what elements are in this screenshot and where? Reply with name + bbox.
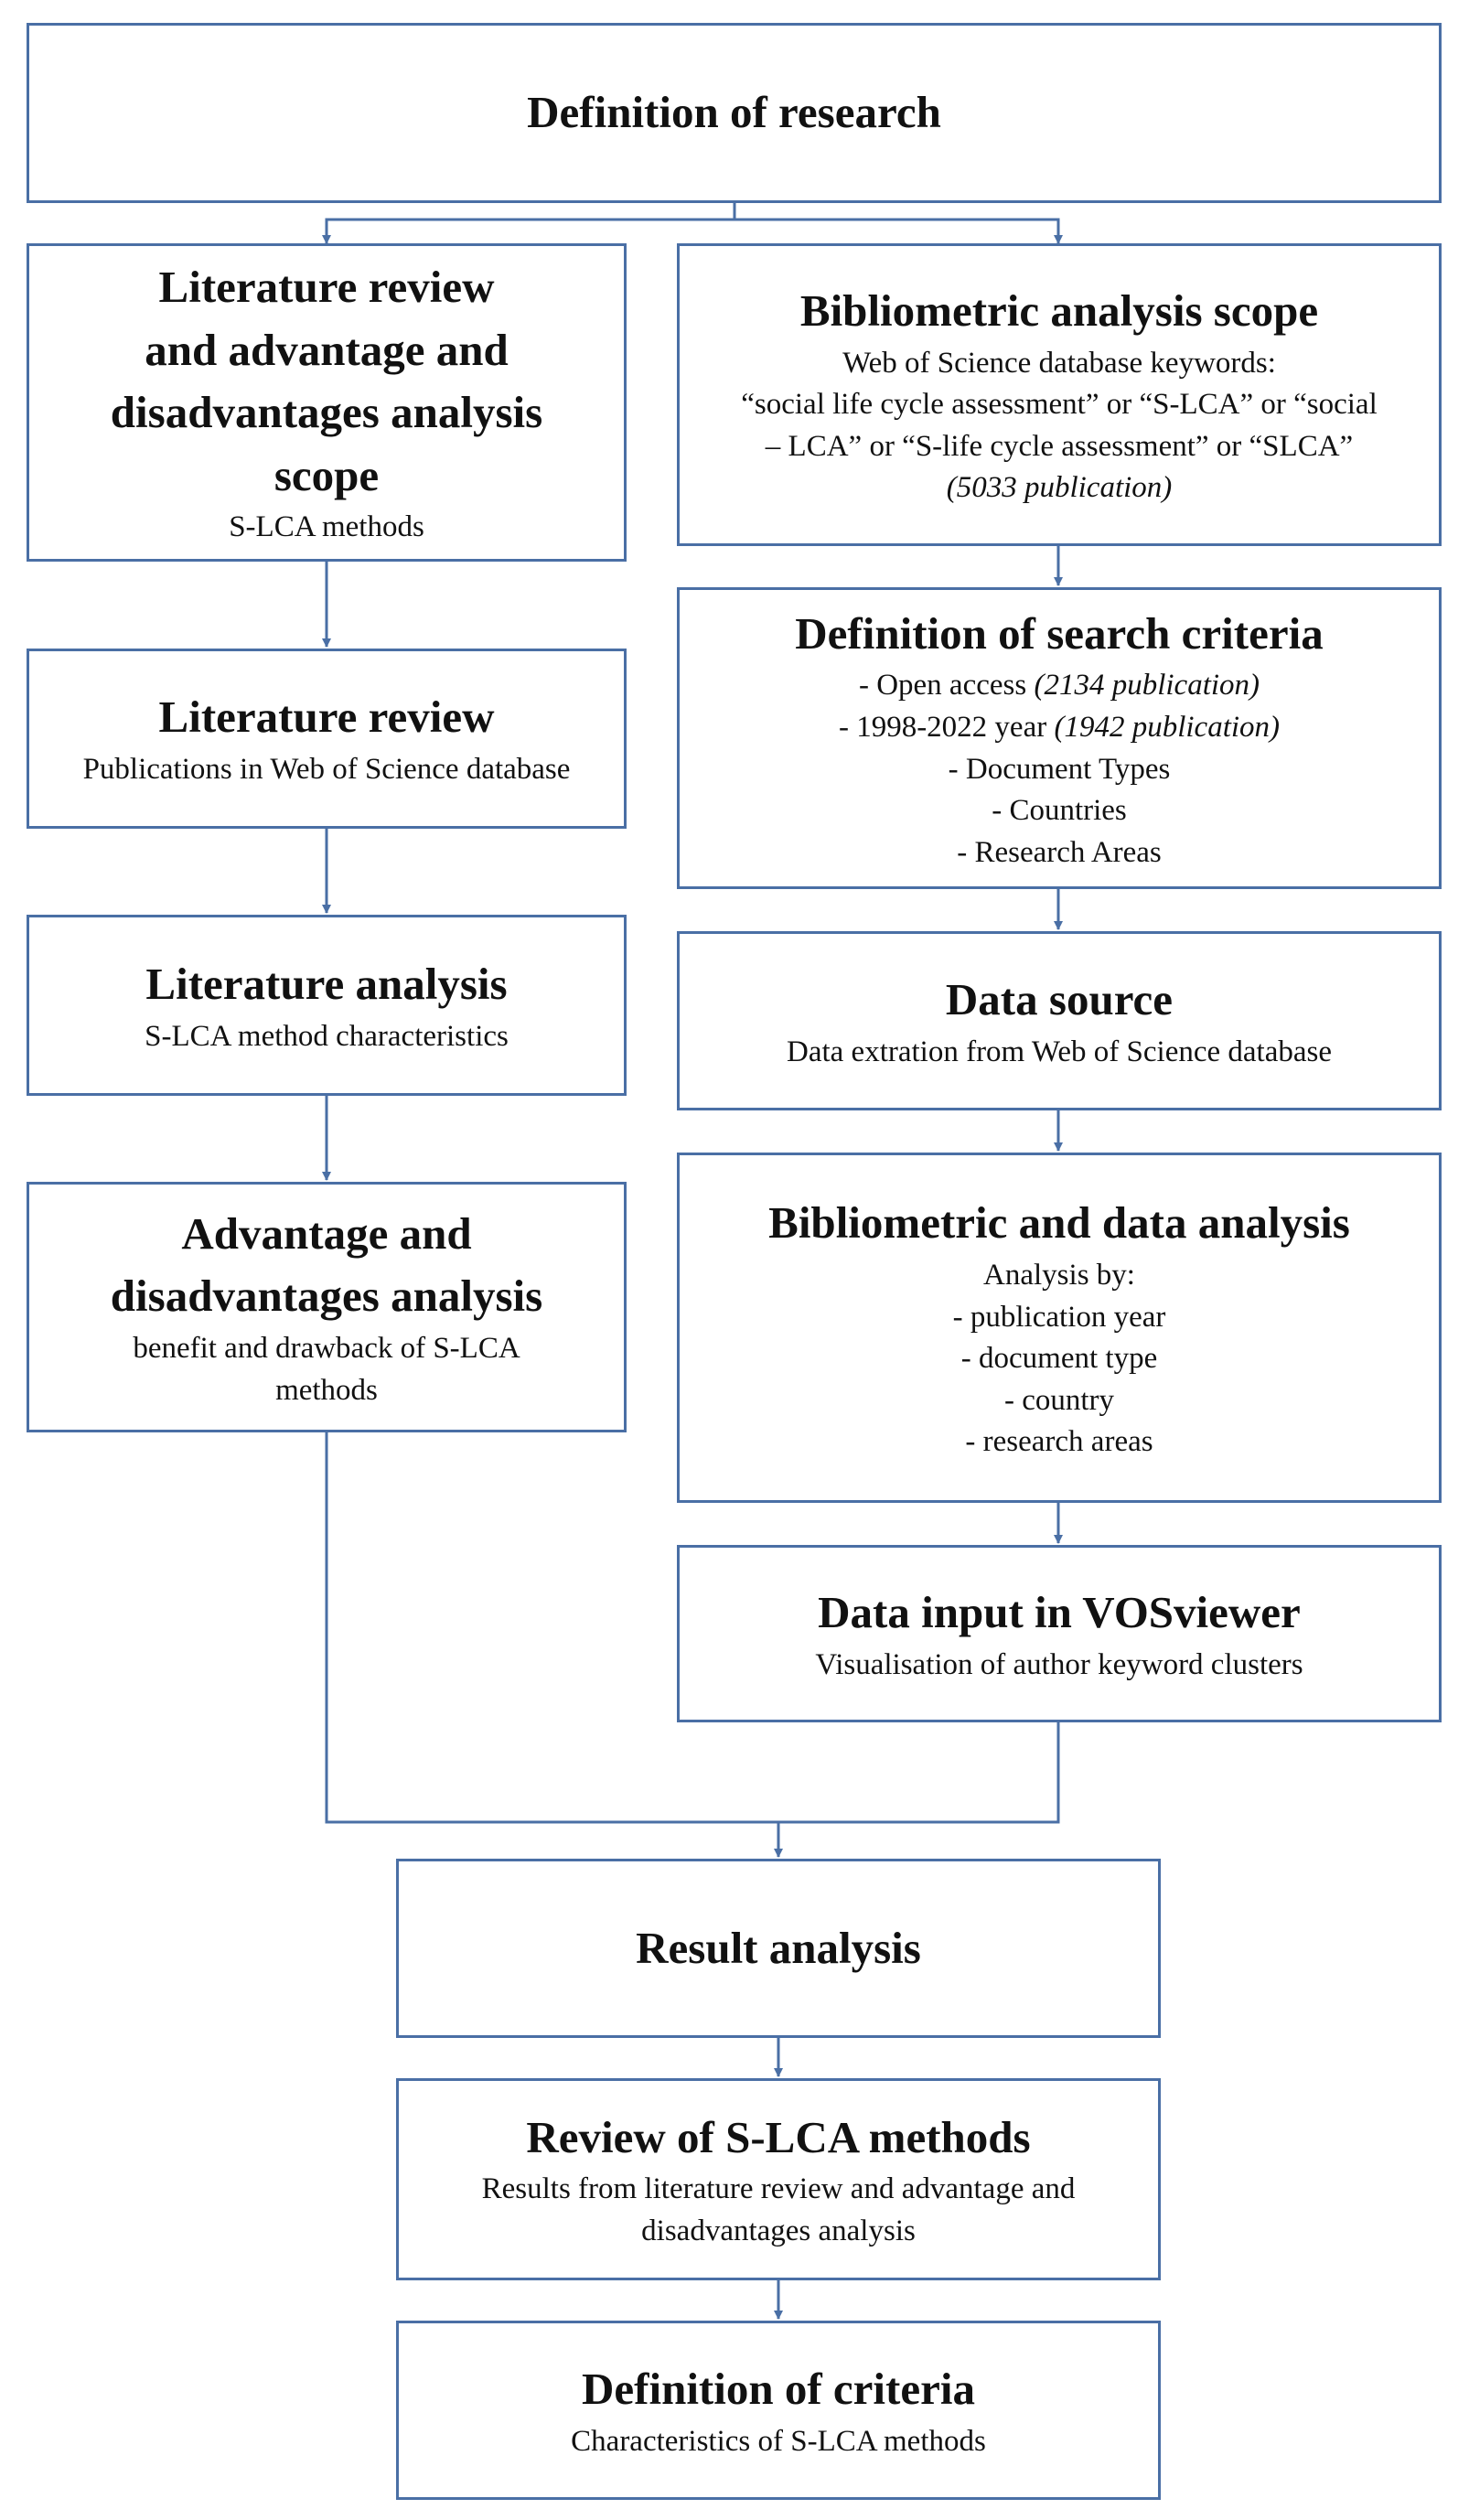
node-bibliometric-analysis-scope: Bibliometric analysis scope Web of Scien… bbox=[677, 243, 1442, 546]
node-title-line: Advantage and bbox=[181, 1207, 472, 1259]
node-subtitle: Publications in Web of Science database bbox=[82, 753, 571, 787]
node-text-line: - publication year bbox=[952, 1300, 1166, 1334]
node-data-source: Data source Data extration from Web of S… bbox=[677, 931, 1442, 1110]
node-title: Bibliometric and data analysis bbox=[768, 1197, 1350, 1249]
criteria-item: - Countries bbox=[992, 790, 1127, 832]
criteria-item-text: - Document Types bbox=[948, 752, 1171, 786]
connector-advantage-to-merge bbox=[325, 1432, 778, 1824]
node-review-of-slca-methods: Review of S-LCA methods Results from lit… bbox=[396, 2078, 1161, 2280]
connector-research-split bbox=[322, 203, 736, 244]
node-title-line: scope bbox=[273, 449, 380, 500]
node-text-line: “social life cycle assessment” or “S-LCA… bbox=[741, 388, 1378, 422]
node-text-line: - document type bbox=[960, 1342, 1158, 1376]
node-definition-of-search-criteria: Definition of search criteria - Open acc… bbox=[677, 587, 1442, 889]
node-text-line: Analysis by: bbox=[983, 1258, 1135, 1292]
criteria-item-note: (1942 publication) bbox=[1054, 711, 1281, 744]
node-title-line: disadvantages analysis bbox=[110, 1271, 543, 1322]
node-title: Definition of criteria bbox=[582, 2363, 975, 2414]
node-title: Data source bbox=[945, 973, 1174, 1024]
node-title: Result analysis bbox=[636, 1922, 921, 1973]
node-text-line: Web of Science database keywords: bbox=[842, 346, 1276, 380]
node-subtitle: Data extration from Web of Science datab… bbox=[787, 1035, 1332, 1068]
node-advantage-disadvantages-analysis: Advantage and disadvantages analysis ben… bbox=[27, 1182, 627, 1432]
node-literature-review: Literature review Publications in Web of… bbox=[27, 649, 627, 829]
criteria-item-text: - Open access bbox=[858, 669, 1035, 702]
criteria-item-text: - Research Areas bbox=[957, 835, 1162, 869]
node-title: Review of S-LCA methods bbox=[526, 2111, 1031, 2162]
criteria-item-text: - 1998-2022 year bbox=[838, 711, 1055, 744]
node-title: Literature review bbox=[158, 692, 495, 743]
node-data-input-vosviewer: Data input in VOSviewer Visualisation of… bbox=[677, 1545, 1442, 1722]
node-text-line: - country bbox=[1003, 1383, 1115, 1417]
connector-research-to-bibliometric bbox=[734, 218, 1063, 244]
node-subtitle-line: disadvantages analysis bbox=[641, 2214, 916, 2247]
criteria-item: - Document Types bbox=[949, 749, 1171, 791]
node-title-line: and advantage and bbox=[145, 324, 509, 375]
node-definition-of-criteria: Definition of criteria Characteristics o… bbox=[396, 2321, 1161, 2500]
node-subtitle: S-LCA method characteristics bbox=[145, 1019, 509, 1053]
node-definition-of-research: Definition of research bbox=[27, 23, 1442, 203]
node-literature-review-scope: Literature review and advantage and disa… bbox=[27, 243, 627, 562]
node-title: Literature analysis bbox=[145, 958, 508, 1009]
criteria-item: - Research Areas bbox=[957, 832, 1162, 874]
node-title: Definition of search criteria bbox=[795, 607, 1324, 659]
node-subtitle-line: methods bbox=[275, 1373, 378, 1407]
node-title-line: Literature review bbox=[158, 262, 495, 313]
criteria-item-note: (2134 publication) bbox=[1034, 669, 1260, 702]
node-title: Definition of research bbox=[527, 87, 941, 138]
node-subtitle: Visualisation of author keyword clusters bbox=[815, 1647, 1303, 1681]
node-title-line: disadvantages analysis bbox=[110, 387, 543, 438]
publication-count-note: (5033 publication) bbox=[946, 471, 1173, 505]
node-subtitle: Characteristics of S-LCA methods bbox=[571, 2424, 986, 2458]
criteria-item: - 1998-2022 year (1942 publication) bbox=[839, 707, 1280, 749]
node-subtitle: S-LCA methods bbox=[229, 510, 424, 544]
node-literature-analysis: Literature analysis S-LCA method charact… bbox=[27, 915, 627, 1096]
criteria-item-text: - Countries bbox=[992, 794, 1127, 828]
node-title: Data input in VOSviewer bbox=[818, 1586, 1301, 1637]
node-title: Bibliometric analysis scope bbox=[799, 285, 1319, 337]
node-subtitle-line: Results from literature review and advan… bbox=[481, 2172, 1076, 2206]
node-text-line: - research areas bbox=[965, 1425, 1153, 1459]
node-text-line: – LCA” or “S-life cycle assessment” or “… bbox=[765, 429, 1354, 463]
node-bibliometric-data-analysis: Bibliometric and data analysis Analysis … bbox=[677, 1153, 1442, 1503]
node-result-analysis: Result analysis bbox=[396, 1859, 1161, 2038]
connector-vosviewer-to-merge bbox=[778, 1722, 1060, 1824]
node-subtitle-line: benefit and drawback of S-LCA bbox=[133, 1332, 520, 1366]
criteria-item: - Open access (2134 publication) bbox=[859, 665, 1260, 707]
